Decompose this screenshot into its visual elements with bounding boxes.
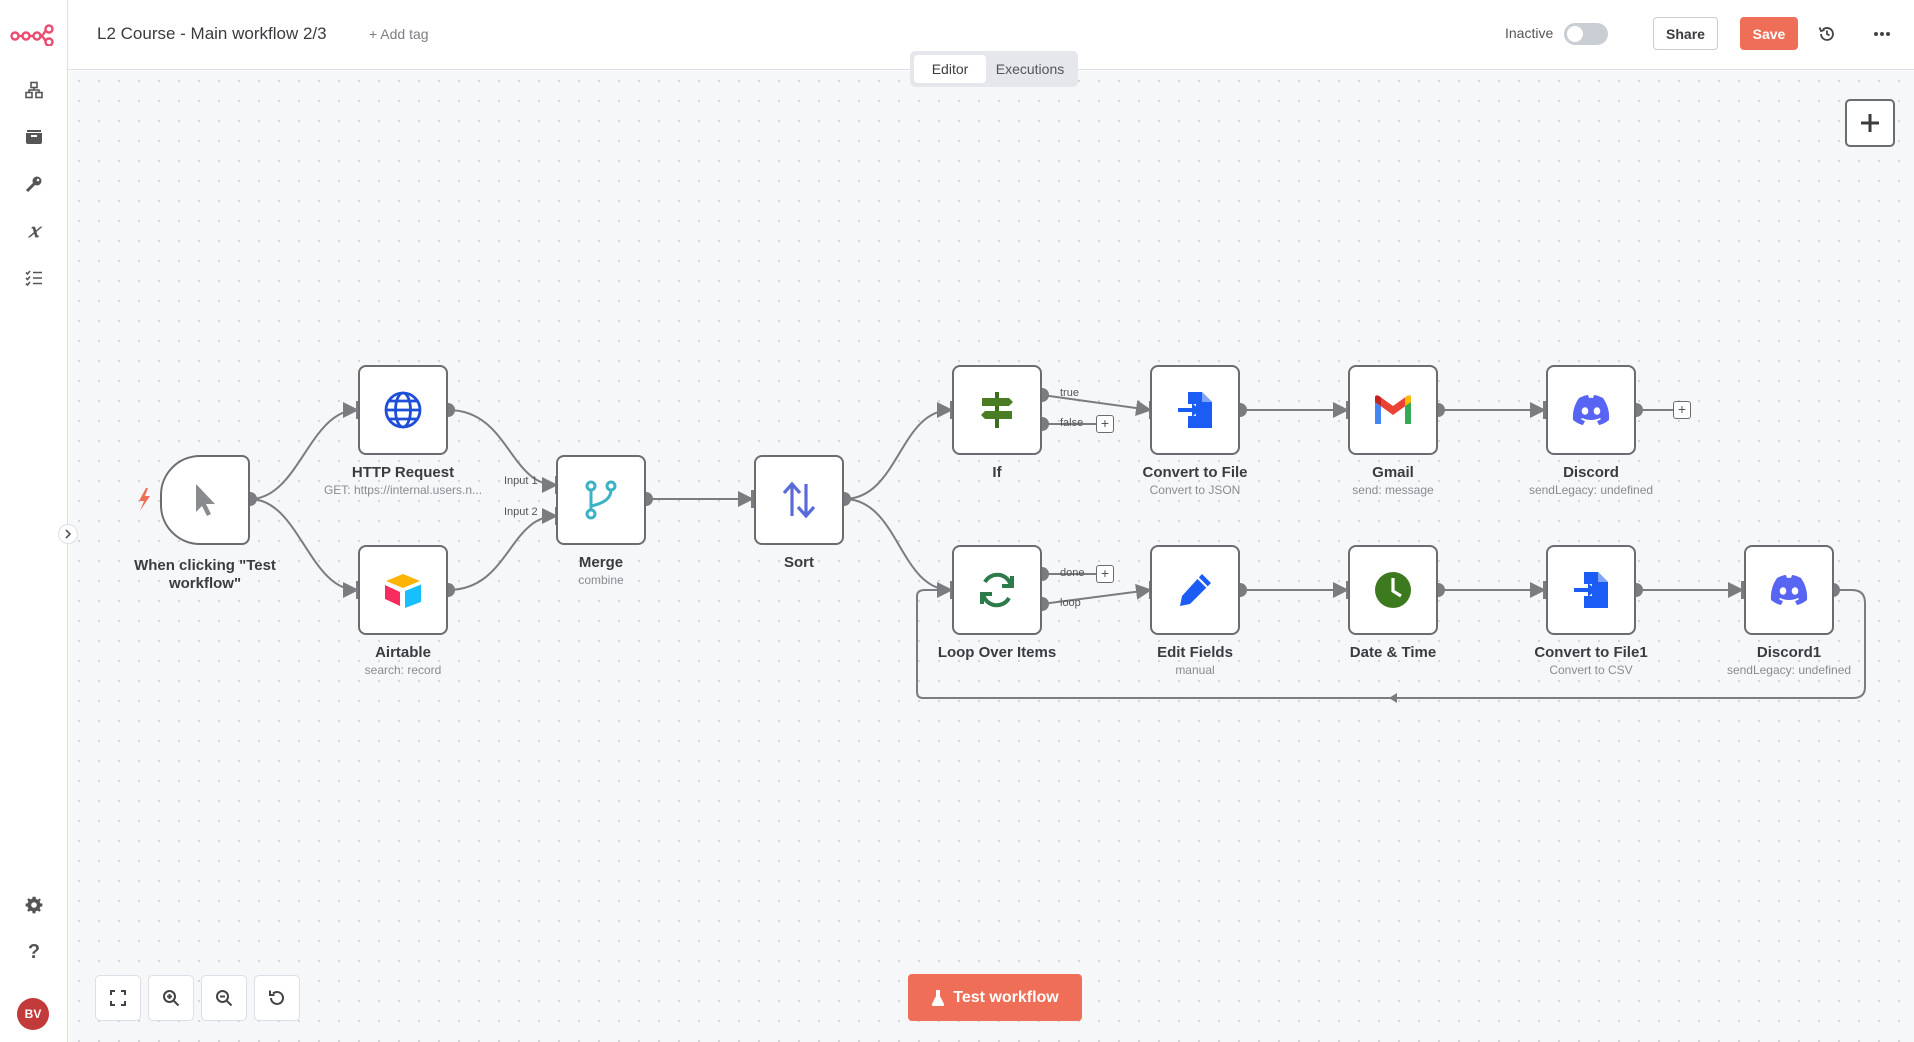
zoom-out-icon [216, 990, 233, 1007]
fullscreen-icon [110, 990, 126, 1006]
node-name-discord1: Discord1 [1756, 644, 1822, 661]
airtable-logo-icon [385, 574, 421, 608]
node-http-request[interactable] [358, 365, 448, 455]
settings-gear-icon[interactable] [18, 889, 50, 921]
node-name-if: If [992, 464, 1002, 481]
globe-icon [384, 391, 422, 429]
activation-toggle[interactable] [1564, 23, 1608, 45]
view-tabs: Editor Executions [910, 51, 1078, 87]
cursor-pointer-icon [196, 484, 215, 516]
top-header: L2 Course - Main workflow 2/3 + Add tag … [68, 0, 1914, 70]
node-date-time[interactable] [1348, 545, 1438, 635]
connections-layer [139, 388, 1866, 703]
node-name-convert1: Convert to File1 [1534, 644, 1648, 661]
merge-input2-label: Input 2 [504, 506, 538, 518]
node-if[interactable] [952, 365, 1042, 455]
node-edit-fields[interactable] [1150, 545, 1240, 635]
flask-icon [932, 989, 945, 1006]
node-manual-trigger[interactable] [160, 455, 250, 545]
workflows-icon[interactable] [18, 74, 50, 106]
zoom-out-button[interactable] [201, 975, 247, 1021]
node-sort[interactable] [754, 455, 844, 545]
test-workflow-button[interactable]: Test workflow [908, 974, 1082, 1021]
loop-loop-label: loop [1060, 597, 1081, 609]
node-name-merge: Merge [578, 554, 624, 571]
discord-logo-icon [1572, 395, 1610, 425]
node-name-loop: Loop Over Items [937, 644, 1057, 661]
node-sub-convert1: Convert to CSV [1549, 663, 1633, 677]
save-button[interactable]: Save [1740, 17, 1798, 50]
gmail-logo-icon [1375, 395, 1411, 424]
if-false-label: false [1060, 417, 1084, 429]
add-node-after-discord-button[interactable]: + [1673, 401, 1691, 419]
node-discord[interactable] [1546, 365, 1636, 455]
node-name-sort: Sort [784, 554, 814, 571]
node-merge[interactable] [556, 455, 646, 545]
node-sub-airtable: search: record [364, 663, 442, 677]
share-button[interactable]: Share [1653, 17, 1718, 50]
file-import-icon [1574, 572, 1608, 608]
pencil-icon [1180, 574, 1211, 606]
node-convert-to-file[interactable] [1150, 365, 1240, 455]
loop-done-label: done [1060, 567, 1085, 579]
help-question-icon[interactable]: ? [27, 940, 41, 963]
node-name-gmail: Gmail [1372, 464, 1414, 481]
workflow-canvas[interactable]: When clicking "Test workflow" HTTP Reque… [69, 71, 1914, 1042]
activation-status-label: Inactive [1505, 25, 1554, 41]
node-gmail[interactable] [1348, 365, 1438, 455]
node-sub-convert: Convert to JSON [1149, 483, 1241, 497]
if-true-label: true [1060, 387, 1079, 399]
expand-sidebar-button[interactable] [58, 524, 78, 544]
node-convert-to-file1[interactable] [1546, 545, 1636, 635]
undo-reset-icon [269, 990, 284, 1005]
node-name-http: HTTP Request [351, 464, 455, 481]
file-import-icon [1178, 392, 1212, 428]
templates-icon[interactable] [18, 121, 50, 153]
trigger-bolt-icon [139, 488, 150, 511]
add-node-button[interactable] [1845, 99, 1895, 147]
add-node-done-branch-button[interactable]: + [1096, 565, 1114, 583]
node-name-trigger: When clicking "Test workflow" [134, 557, 276, 592]
node-discord1[interactable] [1744, 545, 1834, 635]
node-name-discord: Discord [1563, 464, 1619, 481]
node-name-editfields: Edit Fields [1157, 644, 1233, 661]
discord-logo-icon [1770, 575, 1808, 605]
node-name-datetime: Date & Time [1349, 644, 1437, 661]
node-sub-merge: combine [578, 573, 624, 587]
n8n-logo-icon[interactable] [10, 22, 56, 47]
node-loop-over-items[interactable] [952, 545, 1042, 635]
node-name-airtable: Airtable [375, 644, 431, 661]
clock-icon [1375, 572, 1411, 608]
node-sub-discord: sendLegacy: undefined [1528, 483, 1654, 497]
node-sub-discord1: sendLegacy: undefined [1726, 663, 1852, 677]
merge-input1-label: Input 1 [504, 475, 538, 487]
more-options-icon[interactable] [1870, 22, 1894, 46]
reset-zoom-button[interactable] [254, 975, 300, 1021]
zoom-in-icon [163, 990, 180, 1007]
node-sub-gmail: send: message [1352, 483, 1434, 497]
toggle-knob [1567, 26, 1583, 42]
add-tag-link[interactable]: + Add tag [369, 26, 429, 42]
workflow-title[interactable]: L2 Course - Main workflow 2/3 [97, 24, 327, 43]
user-avatar[interactable]: BV [17, 998, 49, 1030]
node-sub-http: GET: https://internal.users.n... [323, 483, 483, 497]
executions-list-icon[interactable] [18, 262, 50, 294]
variables-icon[interactable]: 𝑥 [28, 220, 40, 242]
node-sub-editfields: manual [1175, 663, 1215, 677]
add-node-false-branch-button[interactable]: + [1096, 415, 1114, 433]
node-name-convert: Convert to File [1142, 464, 1248, 481]
signpost-icon [981, 392, 1013, 428]
left-sidebar: 𝑥 ? BV [0, 0, 68, 1042]
fit-view-button[interactable] [95, 975, 141, 1021]
tab-executions[interactable]: Executions [995, 61, 1065, 77]
credentials-key-icon[interactable] [18, 168, 50, 200]
zoom-in-button[interactable] [148, 975, 194, 1021]
node-airtable[interactable] [358, 545, 448, 635]
refresh-loop-icon [980, 572, 1014, 608]
test-workflow-label: Test workflow [953, 988, 1059, 1006]
sort-arrows-icon [782, 481, 816, 519]
history-icon[interactable] [1815, 22, 1839, 46]
tab-editor[interactable]: Editor [914, 55, 986, 83]
merge-branch-icon [585, 480, 617, 520]
